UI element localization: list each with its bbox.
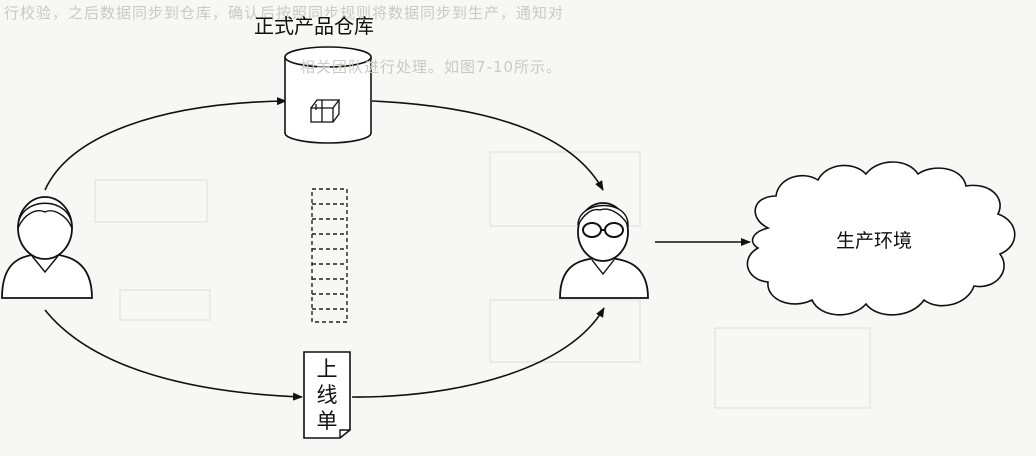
production-cloud <box>746 161 1016 316</box>
production-label: 生产环境 <box>836 230 913 252</box>
arc-repository-to-operator <box>371 100 604 191</box>
release-form-label: 上线单 <box>316 357 338 433</box>
glasses-icon <box>582 222 624 238</box>
package-icon <box>310 99 341 123</box>
user-avatar-left <box>1 196 93 299</box>
arc-user-to-repository <box>44 97 287 191</box>
background-text-line1: 行校验，之后数据同步到仓库，确认后按照同步规则将数据同步到生产，通知对 <box>4 4 565 22</box>
release-form-document <box>303 351 351 439</box>
repository-label: 正式产品仓库 <box>254 14 374 38</box>
background-faint-shapes <box>94 151 871 409</box>
operator-avatar <box>559 202 649 299</box>
dashed-document-stack <box>311 188 348 323</box>
arc-release-form-to-operator <box>351 307 605 398</box>
arc-user-to-release-form <box>44 309 303 401</box>
background-text-line2: 相关团队进行处理。如图7-10所示。 <box>300 58 563 76</box>
